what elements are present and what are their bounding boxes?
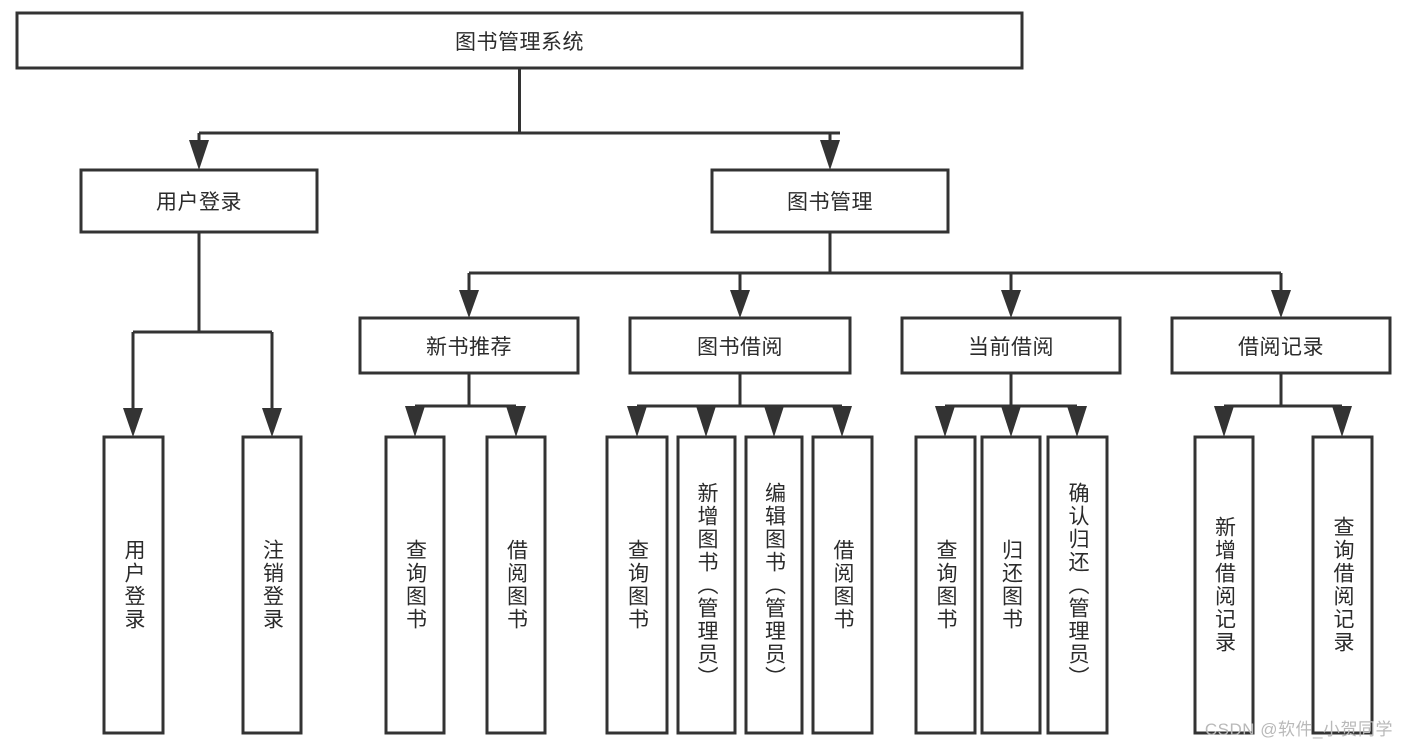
- node-box-current-borrow[interactable]: [900, 316, 1122, 375]
- node-box-book-borrow[interactable]: [628, 316, 852, 375]
- arrow-to-leaf-borrow-book: [832, 406, 852, 437]
- arrow-to-leaf-user-logout: [262, 408, 282, 437]
- connector-new-book-recommend-to-leaves: [405, 373, 526, 437]
- node-box-book-management[interactable]: [710, 168, 950, 234]
- node-box-leaf-user-login[interactable]: [102, 435, 165, 735]
- arrow-to-leaf-return-book: [1001, 406, 1021, 437]
- arrow-to-leaf-borrow-book-recommend: [506, 406, 526, 437]
- arrow-to-leaf-query-book-recommend: [405, 406, 425, 437]
- node-box-new-book-recommend[interactable]: [358, 316, 580, 375]
- connector-user-login-to-leaves: [123, 232, 282, 437]
- connector-current-borrow-to-leaves: [935, 373, 1087, 437]
- arrow-to-borrow-record: [1271, 290, 1291, 318]
- arrow-to-user-login: [189, 140, 209, 170]
- arrow-to-leaf-confirm-return: [1067, 406, 1087, 437]
- node-box-leaf-user-logout[interactable]: [241, 435, 303, 735]
- watermark-text: CSDN @软件_小贺同学: [1204, 720, 1393, 739]
- node-box-leaf-add-book[interactable]: [676, 435, 737, 735]
- connector-root-to-level2: [189, 68, 840, 170]
- node-box-leaf-return-book[interactable]: [980, 435, 1042, 735]
- arrow-to-leaf-add-borrow-record: [1214, 406, 1234, 437]
- node-box-root[interactable]: [15, 11, 1024, 70]
- node-box-leaf-add-borrow-record[interactable]: [1193, 435, 1255, 735]
- node-box-leaf-query-book-current[interactable]: [914, 435, 977, 735]
- arrow-to-book-borrow: [730, 290, 750, 318]
- arrow-to-new-book-recommend: [459, 290, 479, 318]
- arrow-to-leaf-user-login: [123, 408, 143, 437]
- connector-book-borrow-to-leaves: [627, 373, 852, 437]
- node-box-leaf-query-book-borrow[interactable]: [605, 435, 669, 735]
- connector-book-management-to-level3: [459, 232, 1291, 318]
- arrow-to-leaf-query-book-borrow: [627, 406, 647, 437]
- node-box-borrow-record[interactable]: [1170, 316, 1392, 375]
- connector-borrow-record-to-leaves: [1214, 373, 1352, 437]
- node-box-leaf-borrow-book-recommend[interactable]: [485, 435, 547, 735]
- arrow-to-book-management: [820, 140, 840, 170]
- arrow-to-current-borrow: [1001, 290, 1021, 318]
- arrow-to-leaf-query-book-current: [935, 406, 955, 437]
- node-boxes: [15, 11, 1392, 735]
- node-box-leaf-borrow-book[interactable]: [811, 435, 874, 735]
- node-box-leaf-edit-book[interactable]: [744, 435, 804, 735]
- node-box-leaf-query-borrow-record[interactable]: [1311, 435, 1374, 735]
- node-box-leaf-query-book-recommend[interactable]: [384, 435, 446, 735]
- arrow-to-leaf-query-borrow-record: [1332, 406, 1352, 437]
- arrow-to-leaf-edit-book: [764, 406, 784, 437]
- node-box-user-login[interactable]: [79, 168, 319, 234]
- arrow-to-leaf-add-book: [696, 406, 716, 437]
- node-box-leaf-confirm-return[interactable]: [1046, 435, 1109, 735]
